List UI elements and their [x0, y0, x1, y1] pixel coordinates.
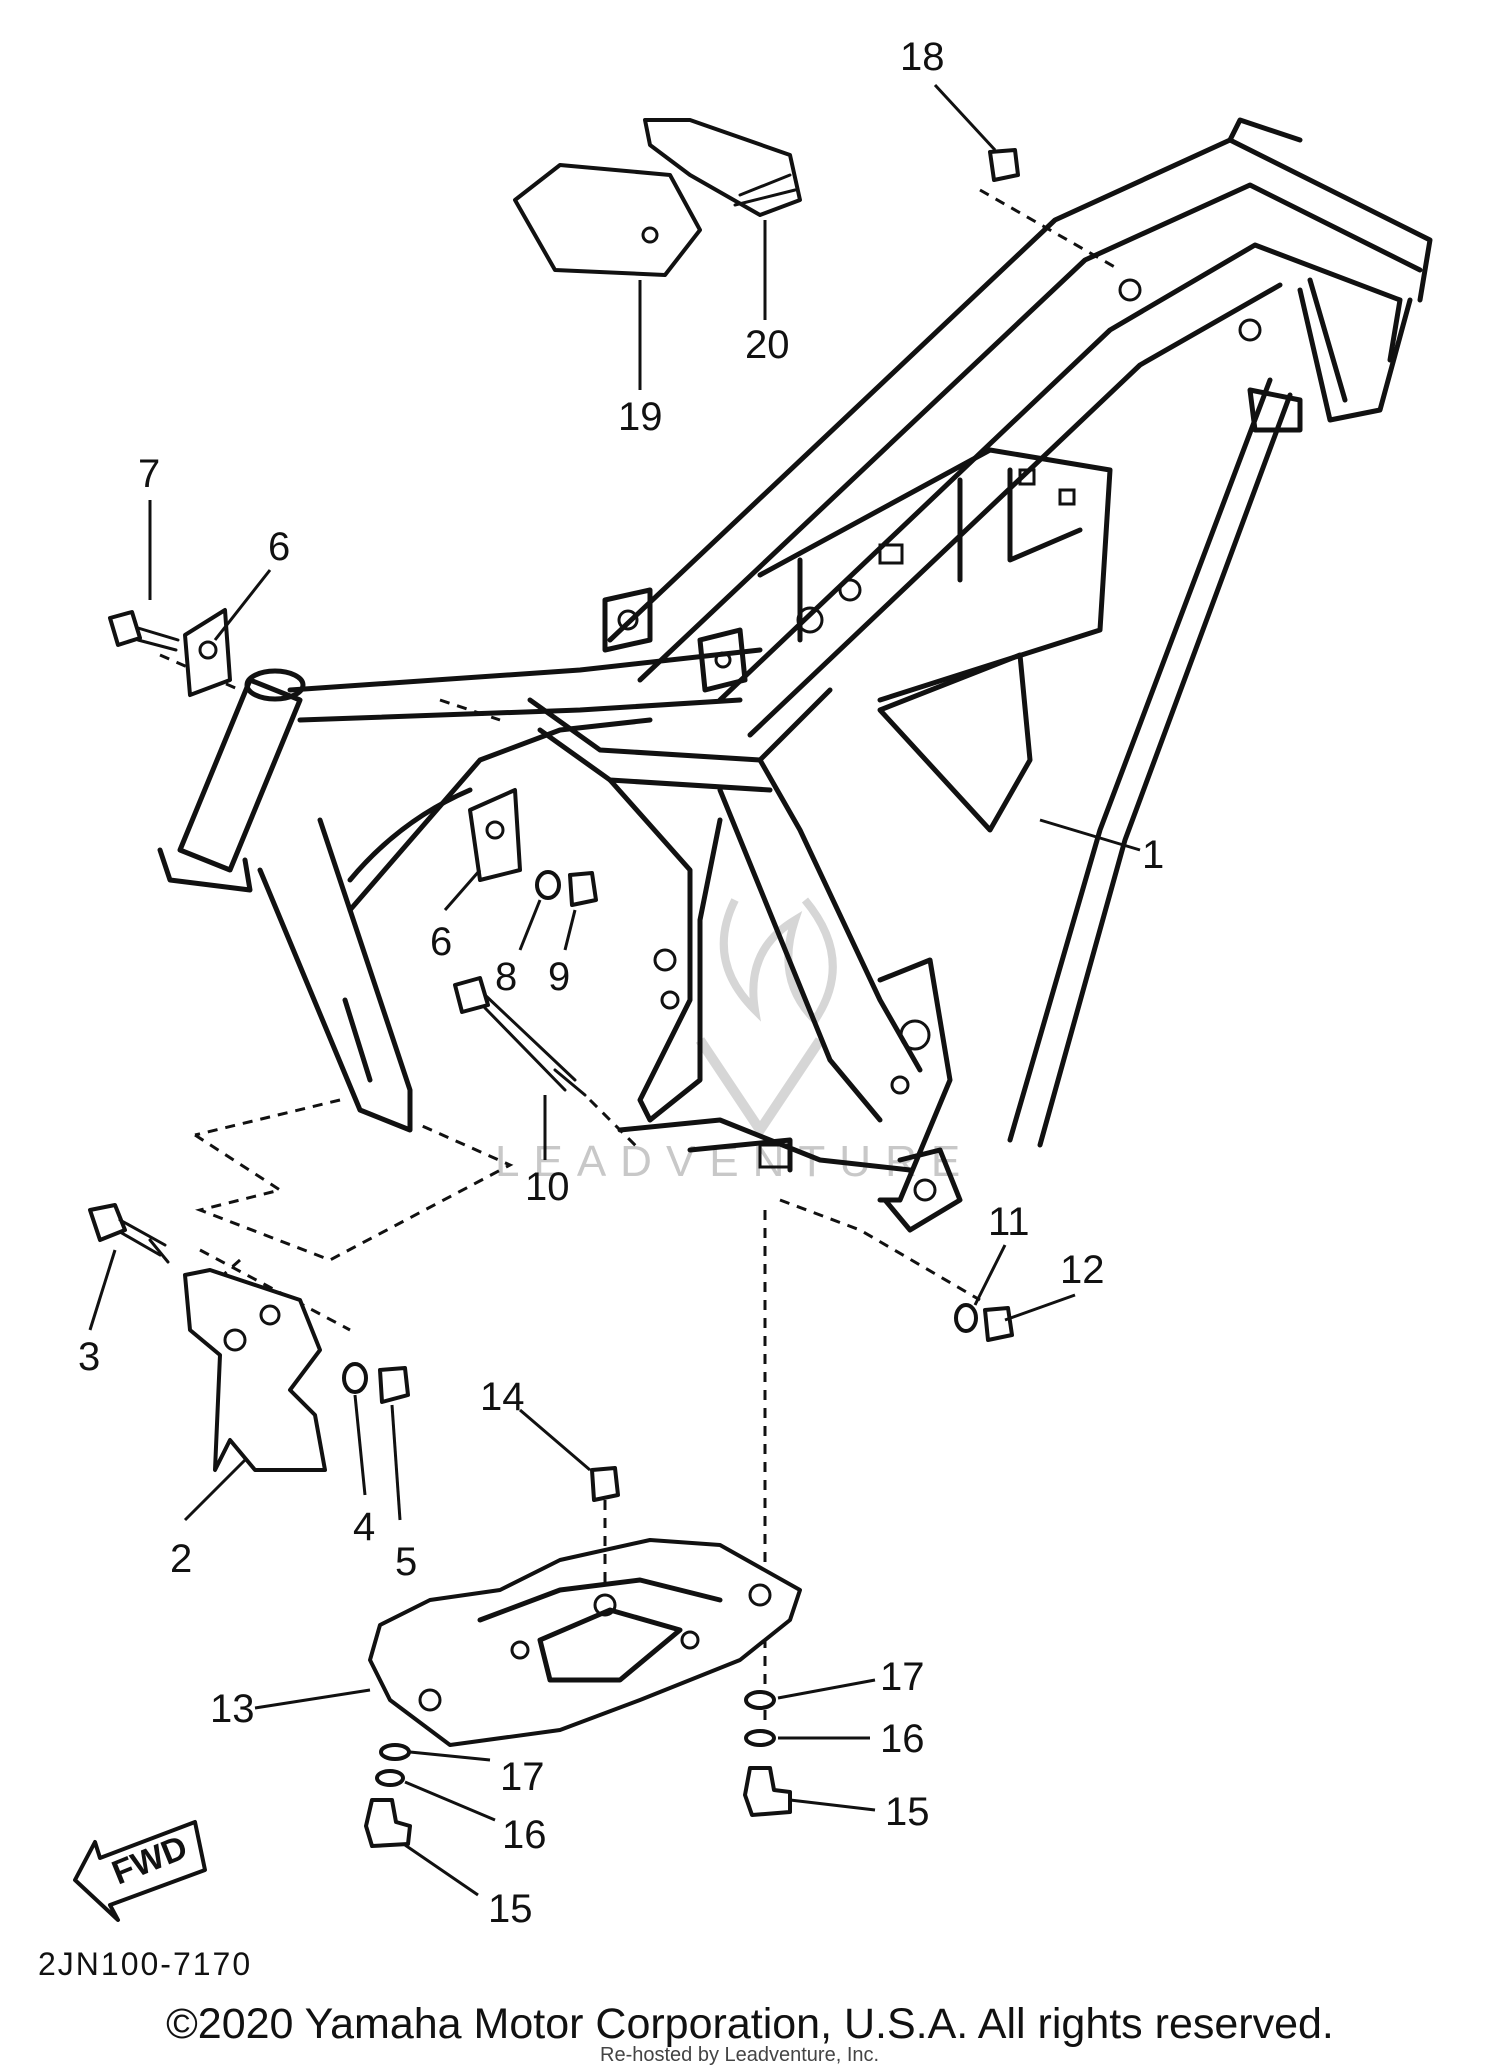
washer-16-right	[744, 1729, 776, 1747]
callout-9: 9	[548, 955, 570, 999]
callout-7: 7	[138, 452, 160, 496]
callout-16-left: 16	[502, 1813, 547, 1857]
cover-19	[513, 163, 702, 277]
bolt-10	[453, 976, 587, 1097]
callout-2: 2	[170, 1537, 192, 1581]
fwd-arrow: FWD	[73, 1820, 207, 1922]
callout-12: 12	[1060, 1248, 1105, 1292]
callout-14: 14	[480, 1375, 525, 1419]
diagram-part-code: 2JN100-7170	[38, 1946, 252, 1982]
mount-plate-6-lower	[468, 788, 522, 882]
nut-5	[378, 1366, 410, 1404]
rehost-credit: Re-hosted by Leadventure, Inc.	[600, 2044, 880, 2066]
washer-8	[535, 870, 561, 900]
cover-20	[643, 118, 802, 217]
washer-11	[954, 1303, 978, 1333]
copyright-notice: ©2020 Yamaha Motor Corporation, U.S.A. A…	[166, 2000, 1334, 2048]
callout-18: 18	[900, 35, 945, 79]
hardware-stack-left	[364, 1743, 412, 1848]
callout-17-right: 17	[880, 1655, 925, 1699]
callout-5: 5	[395, 1540, 417, 1584]
callout-10: 10	[525, 1165, 570, 1209]
callout-11: 11	[988, 1200, 1030, 1244]
collar-17-left	[379, 1743, 411, 1761]
collar-17-right	[744, 1690, 776, 1710]
callout-6-upper: 6	[268, 525, 290, 569]
mount-plate-6-upper	[183, 608, 232, 697]
callout-1: 1	[1142, 833, 1164, 877]
skid-plate	[368, 1538, 802, 1747]
bolt-15-right	[743, 1766, 792, 1817]
callout-13: 13	[210, 1687, 255, 1731]
hardware-stack-right	[743, 1690, 792, 1817]
bolt-14	[590, 1466, 620, 1590]
callout-3: 3	[78, 1335, 100, 1379]
callout-6-lower: 6	[430, 920, 452, 964]
leader-lines	[88, 83, 1141, 1897]
callout-19: 19	[618, 395, 663, 439]
nut-9	[568, 871, 598, 907]
nut-12	[983, 1306, 1014, 1342]
callout-4: 4	[353, 1505, 375, 1549]
bolt-15-left	[364, 1798, 412, 1848]
callout-16-right: 16	[880, 1717, 925, 1761]
engine-mount-bracket	[183, 1268, 327, 1472]
washer-4	[342, 1362, 368, 1394]
washer-16-left	[375, 1769, 405, 1787]
callout-17-left: 17	[500, 1755, 545, 1799]
callout-15-right: 15	[885, 1790, 930, 1834]
main-frame	[157, 117, 1433, 1233]
callout-15-left: 15	[488, 1887, 533, 1931]
callout-20: 20	[745, 323, 790, 367]
bolt-18	[988, 148, 1020, 182]
bolt-3	[88, 1203, 170, 1264]
callouts: 1 2 3 4 5 6 6 7 8 9 10 11 12 13 14 15 15…	[78, 35, 1164, 1931]
bolt-7	[108, 610, 180, 652]
callout-8: 8	[495, 955, 517, 999]
